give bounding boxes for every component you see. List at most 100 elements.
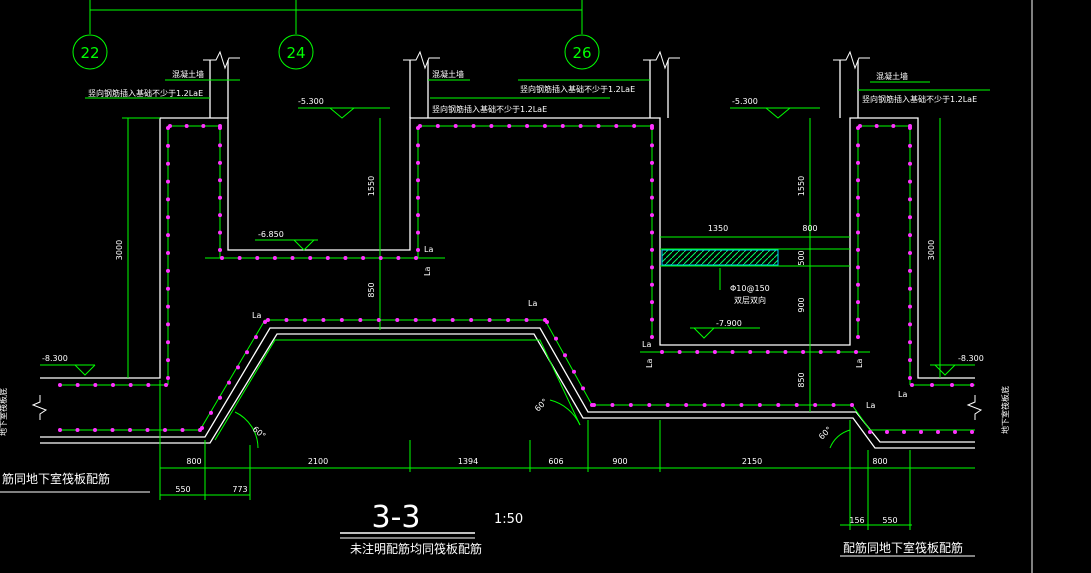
dim-850-right: 850 — [797, 372, 806, 387]
rebar-dot — [739, 403, 744, 407]
rebar-dot — [290, 256, 295, 260]
rebar-dot — [416, 143, 420, 148]
rebar-dot — [970, 383, 974, 387]
rebar-dot — [856, 317, 860, 322]
rebar-dot — [650, 247, 654, 252]
dim-1350: 1350 — [708, 224, 728, 233]
rebar-dot — [702, 403, 707, 407]
break-symbols — [31, 50, 983, 420]
angle-3: 60° — [817, 425, 833, 441]
rebar-dot — [525, 124, 530, 128]
rebar-dot — [650, 126, 654, 130]
rebar-dot — [272, 256, 277, 260]
rebar-dot — [218, 160, 222, 165]
rebar-dot — [218, 143, 222, 148]
rebar-dot — [416, 248, 420, 252]
rebar-dot — [560, 124, 565, 128]
bar-spec: Φ10@150 — [730, 284, 770, 293]
rebar-dot — [818, 350, 823, 354]
rebar-dot — [581, 386, 585, 391]
note-wall-up-mid: 混凝土墙 — [432, 69, 464, 79]
rebar-dot — [919, 430, 923, 434]
dim-606: 606 — [548, 457, 563, 466]
rebar-dot — [647, 403, 652, 407]
rebar-dot — [695, 350, 700, 354]
rebar-dot — [856, 143, 860, 148]
raft-note-left: 筋同地下室筏板配筋 — [2, 471, 110, 486]
rebar-dot — [650, 230, 654, 235]
angle-2: 60° — [533, 397, 549, 413]
rebar-dot — [245, 350, 249, 355]
rebar-dot — [856, 335, 860, 339]
basement-label-left: 地下室筏板底 — [0, 388, 8, 436]
rebar-dot — [908, 143, 912, 148]
rebar-dot — [930, 383, 934, 387]
rebar-dot — [308, 256, 313, 260]
rebar-dot — [58, 428, 62, 432]
rebar-lines — [40, 79, 990, 530]
rebar-dot — [343, 256, 348, 260]
rebar-dot — [432, 318, 437, 322]
note-anchor-mid-top: 竖向钢筋插入基础不少于1.2LaE — [520, 84, 635, 94]
rebar-dot — [325, 256, 330, 260]
level-1: -5.300 — [298, 97, 324, 106]
rebar-dot — [936, 430, 940, 434]
dim-1550-right: 1550 — [797, 176, 806, 196]
rebar-dot — [650, 178, 654, 183]
rebar-dot — [858, 124, 862, 128]
rebar-dot — [650, 195, 654, 200]
rebar-dot — [592, 403, 596, 407]
dim-773: 773 — [232, 485, 247, 494]
rebar-dot — [128, 383, 133, 387]
rebar-dot — [110, 428, 115, 432]
rebar-dot — [614, 124, 619, 128]
rebar-dot — [856, 160, 860, 165]
rebar-dot — [358, 318, 363, 322]
rebar-dot — [166, 251, 170, 255]
rebar-dot — [545, 320, 549, 324]
dim-550-left: 550 — [175, 485, 190, 494]
rebar-dot — [885, 430, 889, 434]
rebar-dot — [572, 369, 576, 374]
rebar-dot — [414, 256, 418, 260]
rebar-dot — [487, 318, 492, 322]
rebar-dot — [665, 403, 670, 407]
la-mark-1: La — [424, 245, 433, 254]
rebar-dot — [166, 215, 170, 220]
rebar-dot — [111, 383, 115, 387]
rebar-dot — [854, 350, 858, 354]
rebar-dot — [801, 350, 806, 354]
rebar-dot — [908, 197, 912, 202]
la-mark-6: La — [645, 359, 654, 368]
rebar-dot — [166, 340, 170, 345]
rebar-dot — [302, 318, 307, 322]
rebar-dot — [166, 268, 170, 273]
rebar-dot — [650, 317, 654, 322]
rebar-dot — [166, 304, 170, 309]
structure-outline — [40, 60, 975, 449]
rebar-dot — [93, 428, 97, 432]
rebar-dot — [748, 350, 753, 354]
rebar-dot — [507, 124, 512, 128]
rebar-dot — [650, 282, 654, 287]
rebar-dot — [908, 268, 912, 273]
rebar-dot — [554, 336, 558, 341]
rebar-dots — [58, 124, 974, 434]
rebar-dot — [321, 318, 326, 322]
rebar-dot — [730, 350, 735, 354]
rebar-dot — [908, 358, 912, 363]
rebar-dot — [677, 350, 682, 354]
rebar-dot — [209, 410, 213, 415]
rebar-dot — [396, 256, 401, 260]
la-mark-3: La — [252, 311, 261, 320]
rebar-dot — [856, 178, 860, 183]
dim-1550-left: 1550 — [367, 176, 376, 196]
rebar-dot — [236, 365, 240, 370]
rebar-dot — [650, 213, 654, 218]
rebar-dot — [450, 318, 455, 322]
rebar-dot — [376, 318, 381, 322]
dim-2150: 2150 — [742, 457, 762, 466]
dim-3000-left: 3000 — [115, 240, 124, 260]
level-6: -8.300 — [958, 354, 984, 363]
